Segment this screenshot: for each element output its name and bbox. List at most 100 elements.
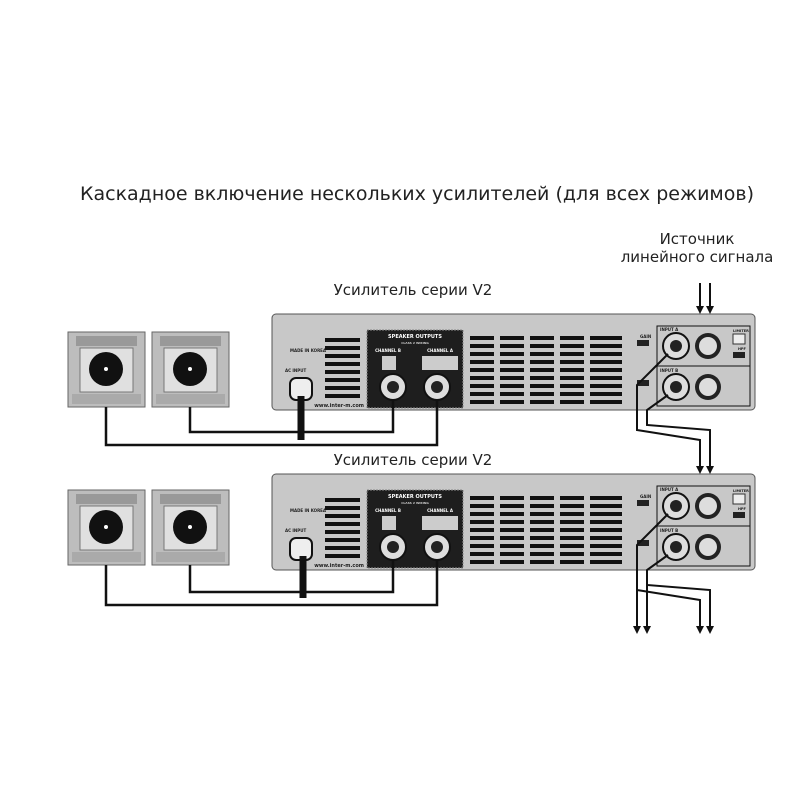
vent-slot — [500, 352, 524, 356]
vent-slot — [530, 360, 554, 364]
speaker-dustcap — [104, 367, 108, 371]
vent-slot — [500, 528, 524, 532]
vent-slot — [530, 352, 554, 356]
vent-slot — [590, 552, 614, 556]
input-b-jack-center — [670, 541, 682, 553]
vent-slot — [325, 538, 360, 542]
vent-slot — [500, 560, 524, 564]
arrow-icon — [696, 466, 704, 474]
vent-slot — [560, 360, 584, 364]
input-b-label: INPUT B — [660, 528, 678, 533]
speaker-horn — [160, 336, 221, 346]
vent-slot — [325, 346, 360, 350]
speaker-2 — [151, 331, 230, 408]
vent-slot — [325, 506, 360, 510]
vent-slot — [500, 544, 524, 548]
vent-slot — [500, 552, 524, 556]
arrow-icon — [706, 626, 714, 634]
limiter-switch — [732, 493, 746, 505]
vent-slot — [612, 336, 622, 340]
hpf-label: HPF — [738, 507, 746, 511]
vent-slot — [590, 560, 614, 564]
vent-slot — [325, 370, 360, 374]
vent-slot — [590, 368, 614, 372]
speaker-outputs-label: SPEAKER OUTPUTS — [388, 334, 442, 340]
vent-slot — [470, 544, 494, 548]
source-label-line1: Источник — [660, 230, 735, 248]
vent-slot — [530, 392, 554, 396]
vent-slot — [560, 536, 584, 540]
channel-b-label: CHANNEL B — [375, 508, 401, 513]
ac-input-label: AC INPUT — [285, 528, 306, 533]
vent-slot — [470, 368, 494, 372]
speaker-dustcap — [188, 367, 192, 371]
vent-slot — [590, 504, 614, 508]
vent-slot — [612, 360, 622, 364]
diagram-title: Каскадное включение нескольких усилителе… — [80, 183, 754, 205]
channel-a-label: CHANNEL A — [427, 508, 454, 513]
vent-slot — [612, 536, 622, 540]
website-label: www.inter-m.com — [314, 403, 364, 409]
vent-slot — [470, 504, 494, 508]
vent-slot — [530, 400, 554, 404]
vent-slot — [530, 368, 554, 372]
website-label: www.inter-m.com — [314, 563, 364, 569]
vent-slot — [500, 384, 524, 388]
speaker-horn — [160, 494, 221, 504]
vent-slot — [590, 352, 614, 356]
vent-slot — [500, 360, 524, 364]
xlr-b-face — [699, 378, 717, 396]
vent-slot — [560, 496, 584, 500]
vent-slot — [530, 520, 554, 524]
link-wire — [636, 353, 701, 470]
vent-slot — [612, 368, 622, 372]
channel-b-jack-center — [387, 541, 399, 553]
vent-slot — [560, 544, 584, 548]
vent-slot — [560, 400, 584, 404]
vent-slot — [470, 352, 494, 356]
vent-slot — [325, 338, 360, 342]
vent-slot — [470, 360, 494, 364]
vent-slot — [612, 528, 622, 532]
vent-slot — [590, 376, 614, 380]
vent-slot — [590, 360, 614, 364]
input-a-label: INPUT A — [660, 327, 679, 332]
vent-slot — [325, 546, 360, 550]
speaker-dustcap — [188, 525, 192, 529]
vent-slot — [470, 520, 494, 524]
vent-slot — [500, 344, 524, 348]
vent-slot — [590, 496, 614, 500]
vent-slot — [325, 530, 360, 534]
vent-slot — [612, 512, 622, 516]
vent-slot — [500, 400, 524, 404]
input-b-jack-center — [670, 381, 682, 393]
vent-slot — [612, 384, 622, 388]
vent-slot — [560, 520, 584, 524]
vent-slot — [590, 512, 614, 516]
channel-a-mode — [422, 356, 458, 370]
limiter-label: LIMITER — [733, 489, 749, 493]
input-a-jack-center — [670, 500, 682, 512]
vent-slot — [590, 400, 614, 404]
channel-a-jack-center — [431, 541, 443, 553]
vent-slot — [560, 504, 584, 508]
xlr-a-face — [699, 497, 717, 515]
source-label-line2: линейного сигнала — [621, 248, 774, 266]
gain-switch — [637, 380, 649, 386]
speaker-base — [156, 552, 225, 562]
vent-slot — [612, 520, 622, 524]
vent-slot — [530, 504, 554, 508]
vent-slot — [530, 552, 554, 556]
vent-slot — [500, 336, 524, 340]
vent-slot — [500, 536, 524, 540]
vent-slot — [560, 344, 584, 348]
vent-slot — [470, 384, 494, 388]
vent-slot — [530, 384, 554, 388]
arrow-icon — [706, 306, 714, 314]
vent-slot — [612, 400, 622, 404]
gain-switch — [637, 500, 649, 506]
vent-slot — [325, 394, 360, 398]
vent-slot — [470, 400, 494, 404]
